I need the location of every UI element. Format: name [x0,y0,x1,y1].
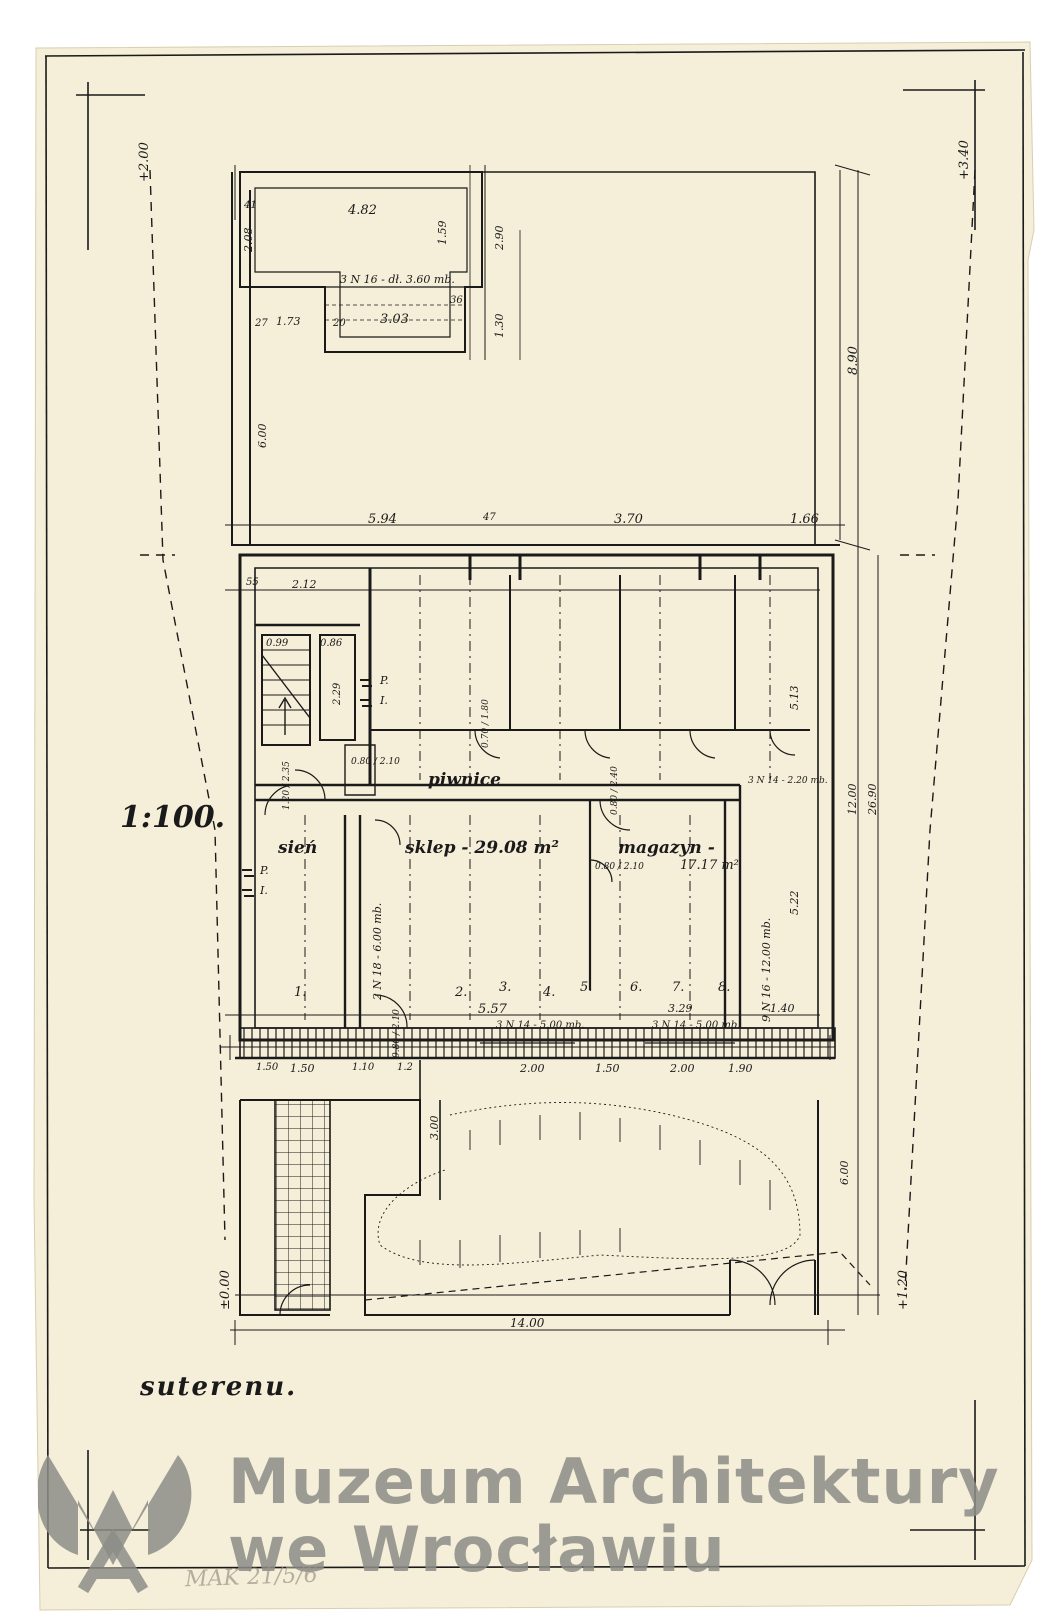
dim-right-inner: 5.13 [788,685,801,711]
dim-front-strip-7: 1.10 [352,1062,375,1073]
col-label-4: 4. [543,985,556,1000]
col-label-6: 6. [630,980,643,995]
dim-door-c: 0.80 / 2.10 [392,1009,402,1058]
plan-title: suterenu. [140,1372,298,1402]
dim-row-3: 1.66 [790,512,819,527]
level-left-bottom: ±0.00 [218,1270,233,1310]
dim-wall-27: 27 [255,318,268,329]
dim-wall-36: 36 [450,295,463,306]
dim-step-left: 1.73 [276,315,301,328]
dim-front-strip-4: 2.00 [670,1062,695,1075]
dim-right-total-2: 12.00 [846,783,859,816]
room-hall-label: sień [278,838,318,858]
col-label-8: 8. [718,980,731,995]
col-label-7: 7. [672,980,685,995]
dim-stair-w: 0.99 [266,638,289,649]
room-storage-area: 17.17 m² [680,858,739,873]
room-storage-label: magazyn - [618,838,715,858]
dim-front-strip-1: 1.50 [290,1062,315,1075]
dim-win-b: 0.80 / 2.40 [610,766,620,815]
dim-top-right: 2.90 [493,225,506,251]
dim-step-width: 3.03 [380,312,409,327]
dim-wall-41: 41 [244,200,257,211]
dim-yard-left: 3.00 [428,1115,441,1141]
dim-right-total-1: 8.90 [846,346,861,375]
dim-right-height: 5.22 [788,890,801,916]
mark-i-2: I. [260,884,268,897]
top-annex [231,165,840,546]
dim-win-c: 0.80 / 2.10 [595,862,644,872]
beam-front-1: 3 N 14 - 5.00 mb. [496,1020,585,1031]
dim-right-total-3: 26.90 [866,783,879,816]
watermark-line-2: we Wrocławiu [228,1513,726,1586]
dim-wall-20: 20 [333,318,346,329]
museum-logo-icon [38,1455,192,1594]
dim-left-room-w: 2.12 [292,578,317,591]
mark-p-2: P. [260,864,269,877]
dim-row-2: 3.70 [614,512,643,527]
front-wall [235,1027,836,1060]
dim-step-h: 1.30 [493,313,506,339]
dim-front-4: 1.40 [770,1002,795,1015]
mark-i-1: I. [380,694,388,707]
dim-front-width: 5.57 [478,1002,507,1017]
door-swings [264,729,796,1029]
dim-top-inner: 1.59 [436,220,449,246]
watermark-line-1: Muzeum Architektury [228,1445,1000,1518]
dim-win: 0.70 / 1.80 [481,699,491,748]
dim-yard-height-2: 6.00 [838,1160,851,1186]
level-right-bottom: +1.20 [896,1270,911,1310]
dim-stair-h: 2.29 [332,682,343,705]
scale-label: 1:100. [120,800,226,835]
col-label-3: 3. [499,980,512,995]
column-marks [242,679,372,897]
beam-front-2: 3 N 14 - 5.00 mb. [652,1020,741,1031]
room-basement-label: piwnice [428,770,501,790]
beam-left-wall: 2 N 18 - 6.00 mb. [371,902,384,1000]
dim-front-strip-8: 1.2 [397,1062,413,1073]
inventory-number: MAK 21/5/6 [184,1562,319,1593]
dim-total-width: 14.00 [510,1316,545,1330]
dim-front-strip-5: 1.90 [728,1062,753,1075]
col-label-2: 2. [455,985,468,1000]
dim-top-width: 4.82 [348,203,377,218]
dim-door-a: 0.80 / 2.10 [351,757,400,767]
dim-yard-height: 6.00 [256,423,269,449]
museum-watermark: Muzeum Architektury we Wrocławiu [38,1445,1038,1595]
dim-wall-47: 47 [483,512,496,523]
dim-front-strip-6: 1.50 [256,1062,279,1073]
level-left-top: +2.00 [137,142,152,182]
mark-p-1: P. [380,674,389,687]
site-boundary [140,169,976,1291]
garden-yard [330,1060,871,1316]
entrance-path [239,1099,331,1316]
staircase [261,634,376,796]
dim-front-strip-2: 2.00 [520,1062,545,1075]
level-right-top: +3.40 [957,140,972,180]
beam-top-window: 3 N 16 - dł. 3.60 mb. [340,273,455,286]
dim-wall-55: 55 [246,577,259,588]
dim-front-3: 3.29 [668,1002,693,1015]
dim-row-1: 5.94 [368,512,397,527]
dim-front-strip-3: 1.50 [595,1062,620,1075]
dim-door-b: 1.20 / 2.35 [282,761,292,810]
room-shop-label: sklep - 29.08 m² [405,838,559,858]
col-label-1: 1. [294,985,307,1000]
dim-top-height: 2.08 [242,227,255,253]
beam-rear: 3 N 14 - 2.20 mb. [748,776,828,786]
col-label-5: 5. [580,980,593,995]
dim-stair-x: 0.86 [320,638,343,649]
